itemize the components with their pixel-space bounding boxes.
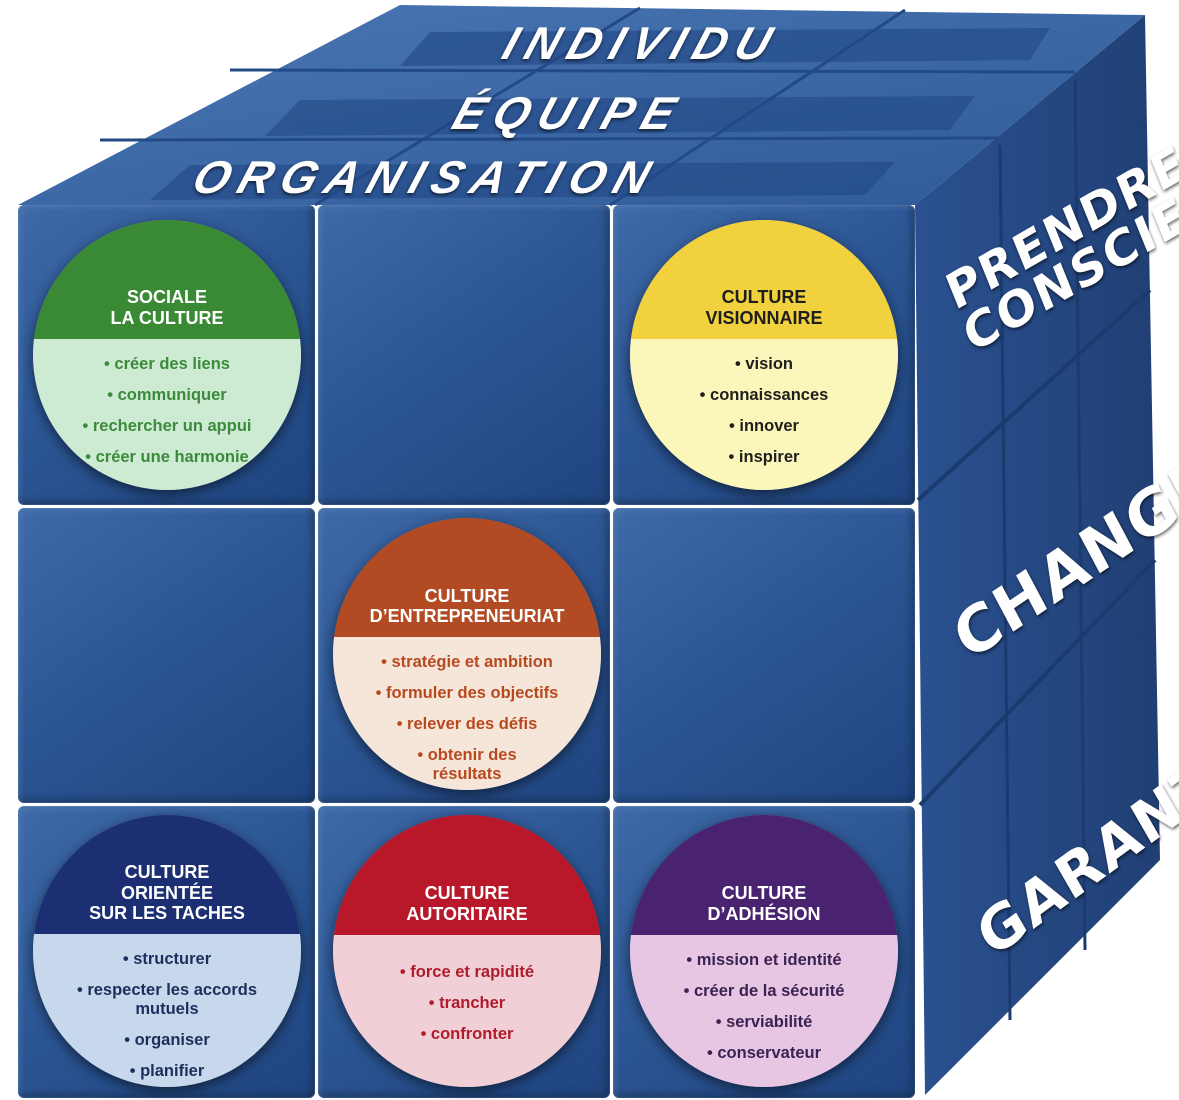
culture-circle-entrepreneuriat: CULTURE D’ENTREPRENEURIAT • stratégie et… [333,518,601,790]
culture-item: • mission et identité [686,950,842,969]
culture-item: • structurer [122,950,212,969]
culture-item: • créer des liens [104,354,230,373]
culture-item: • créer de la sécurité [683,981,845,1000]
culture-item: • relever des défis [396,715,538,734]
culture-item: • force et rapidité [399,962,535,981]
culture-item: • planifier [129,1062,205,1081]
front-tile-r2c3 [613,508,915,803]
culture-item: • respecter les accords mutuels [76,981,258,1019]
right-face-shape [915,15,1160,1095]
culture-circle-sociale: SOCIALE LA CULTURE • créer des liens • c… [33,220,301,490]
culture-item: • inspirer [728,447,800,466]
culture-item: • obtenir des résultats [417,746,517,784]
culture-item: • serviabilité [715,1012,813,1031]
culture-item: • confronter [420,1024,514,1043]
culture-item: • conservateur [707,1043,821,1062]
culture-circle-adhesion: CULTURE D’ADHÉSION • mission et identité… [630,815,898,1087]
culture-item: • innover [729,416,799,435]
culture-item: • communiquer [107,385,227,404]
culture-circle-visionnaire: CULTURE VISIONNAIRE • vision • connaissa… [630,220,898,490]
culture-item: • stratégie et ambition [381,653,553,672]
level-label-equipe: ÉQUIPE [446,87,692,139]
culture-circle-taches: CULTURE ORIENTÉE SUR LES TACHES • struct… [33,815,301,1087]
culture-item: • formuler des objectifs [375,684,559,703]
culture-item: • rechercher un appui [82,416,252,435]
front-tile-r2c1 [18,508,315,803]
culture-circle-autoritaire: CULTURE AUTORITAIRE • force et rapidité … [333,815,601,1087]
level-label-individu: INDIVIDU [496,17,788,69]
culture-item: • vision [734,354,794,373]
culture-item: • trancher [428,993,506,1012]
culture-items: • mission et identité • créer de la sécu… [630,934,898,1087]
culture-item: • organiser [124,1031,210,1050]
level-label-organisation: ORGANISATION [186,151,666,203]
culture-item: • connaissances [699,385,829,404]
front-tile-r1c2 [318,205,610,505]
culture-item: • créer une harmonie [85,447,249,466]
